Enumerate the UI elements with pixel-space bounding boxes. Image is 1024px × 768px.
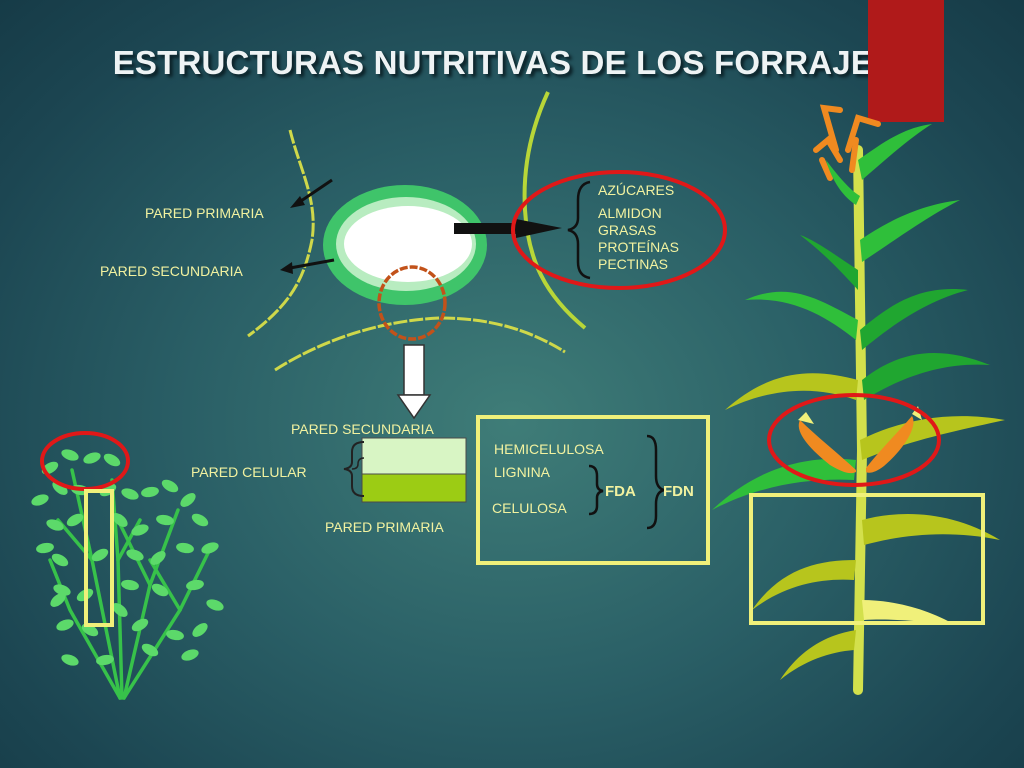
legume-leaf — [51, 553, 69, 567]
corn-highlight-ellipse — [767, 393, 941, 487]
legume-leaf — [121, 488, 139, 500]
legume-leaf — [61, 449, 79, 461]
arrow-pared-secundaria — [289, 258, 335, 270]
legume-leaf — [61, 654, 79, 666]
legume-leaf — [201, 542, 219, 554]
content-azucares: AZÚCARES — [598, 182, 675, 198]
legume-plant — [31, 449, 224, 700]
legume-leaf — [166, 629, 184, 641]
arrow-to-contents-head — [516, 219, 562, 238]
content-grasas: GRASAS — [598, 222, 657, 238]
arrowhead-pared-primaria — [290, 196, 305, 208]
cell-vacuole — [344, 206, 472, 282]
label-pared-secundaria: PARED SECUNDARIA — [100, 263, 243, 279]
corn-plant — [712, 104, 1005, 695]
arrow-down-head — [396, 394, 432, 420]
legume-leaf — [103, 453, 121, 467]
arrow-pared-primaria — [297, 178, 333, 205]
legume-leaf — [36, 542, 54, 554]
legume-leaf — [180, 493, 196, 507]
legume-leaf — [176, 542, 194, 554]
label-pared-primaria: PARED PRIMARIA — [145, 205, 264, 221]
fiber-hemicelulosa: HEMICELULOSA — [494, 441, 604, 457]
legume-leaf — [46, 519, 64, 531]
content-pectinas: PECTINAS — [598, 256, 669, 272]
fiber-celulosa: CELULOSA — [492, 500, 567, 516]
layer-secundaria — [361, 437, 467, 475]
legume-stem-box — [84, 489, 114, 627]
corn-stem-box — [749, 493, 985, 625]
fiber-fda: FDA — [605, 483, 636, 500]
legume-leaf — [112, 513, 128, 527]
legume-leaf — [186, 579, 204, 591]
fda-brace — [588, 464, 604, 516]
fdn-brace — [646, 434, 665, 530]
legume-leaf — [206, 599, 224, 611]
fiber-fdn: FDN — [663, 483, 694, 500]
legume-leaf — [56, 619, 74, 631]
legume-leaf — [161, 479, 179, 493]
legume-leaf — [181, 649, 199, 661]
legume-leaf — [126, 549, 144, 561]
arrowhead-pared-secundaria — [280, 262, 293, 274]
legume-leaf — [151, 583, 169, 597]
legume-leaf — [96, 654, 114, 666]
legume-leaf — [131, 618, 149, 632]
cell-wall-line-bottom — [274, 316, 566, 372]
contents-highlight-ellipse — [511, 170, 727, 290]
legume-leaf — [50, 593, 66, 607]
content-almidon: ALMIDON — [598, 205, 662, 221]
legume-leaf — [156, 514, 174, 526]
legume-leaf — [91, 548, 109, 562]
wall-zoom-circle — [377, 265, 447, 341]
content-proteinas: PROTEÍNAS — [598, 239, 679, 255]
legume-leaf — [31, 494, 49, 506]
cell-wall-line-right — [522, 91, 587, 330]
legume-leaf — [83, 452, 101, 464]
wall-brace — [343, 441, 365, 497]
legume-leaf — [192, 623, 208, 637]
legume-leaf — [52, 481, 68, 495]
contents-brace — [567, 180, 591, 280]
corner-accent — [868, 0, 944, 122]
legume-leaf — [53, 584, 71, 596]
legume-leaf — [191, 513, 209, 527]
fiber-box — [476, 415, 710, 565]
legume-leaf — [112, 603, 128, 617]
arrow-to-contents-shaft — [454, 223, 518, 234]
arrow-down-shaft — [403, 344, 425, 396]
legume-leaf — [150, 551, 166, 565]
cell-wall-line-left — [247, 129, 315, 338]
legume-leaf — [121, 579, 139, 591]
page-title: ESTRUCTURAS NUTRITIVAS DE LOS FORRAJES — [112, 44, 896, 81]
layer-primaria — [361, 473, 467, 503]
legume-leaf — [131, 524, 149, 536]
fiber-lignina: LIGNINA — [494, 464, 551, 480]
label-wall-celular: PARED CELULAR — [191, 464, 307, 480]
wall-brace-inner — [351, 457, 365, 470]
label-wall-secundaria: PARED SECUNDARIA — [291, 421, 434, 437]
label-wall-primaria: PARED PRIMARIA — [325, 519, 444, 535]
legume-leaf — [141, 486, 159, 498]
legume-leaf — [66, 513, 84, 527]
legume-leaf — [141, 643, 159, 657]
